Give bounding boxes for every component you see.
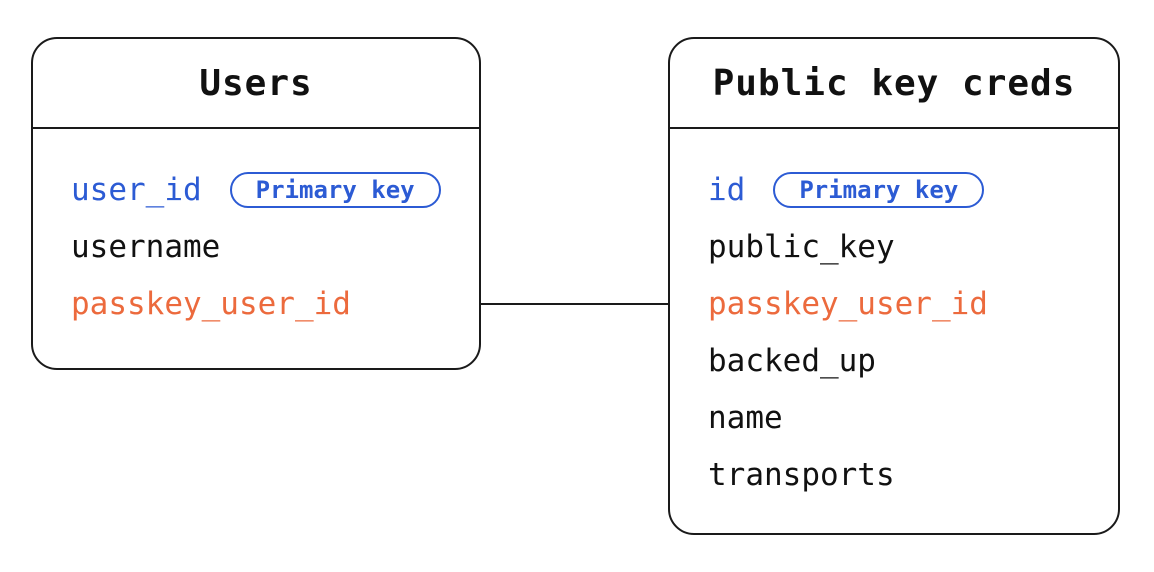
field-name: username [71,228,221,265]
field-row: transports [708,446,1118,503]
table-public-key-creds: Public key creds id Primary key public_key… [668,37,1120,535]
field-row: public_key [708,218,1118,275]
table-public-key-creds-title: Public key creds [670,39,1118,129]
field-row: user_id Primary key [71,161,479,218]
field-name: backed_up [708,342,876,379]
table-users-title: Users [33,39,479,129]
field-name: passkey_user_id [708,285,988,322]
field-name: transports [708,456,895,493]
field-name: user_id [71,171,202,208]
field-name: name [708,399,783,436]
field-name: id [708,171,746,208]
primary-key-badge: Primary key [229,171,441,208]
relationship-line [481,303,668,305]
primary-key-badge: Primary key [773,171,985,208]
field-row: id Primary key [708,161,1118,218]
field-row: backed_up [708,332,1118,389]
field-row: username [71,218,479,275]
field-name: passkey_user_id [71,285,351,322]
field-name: public_key [708,228,895,265]
field-row: passkey_user_id [71,275,479,332]
field-row: name [708,389,1118,446]
field-row: passkey_user_id [708,275,1118,332]
